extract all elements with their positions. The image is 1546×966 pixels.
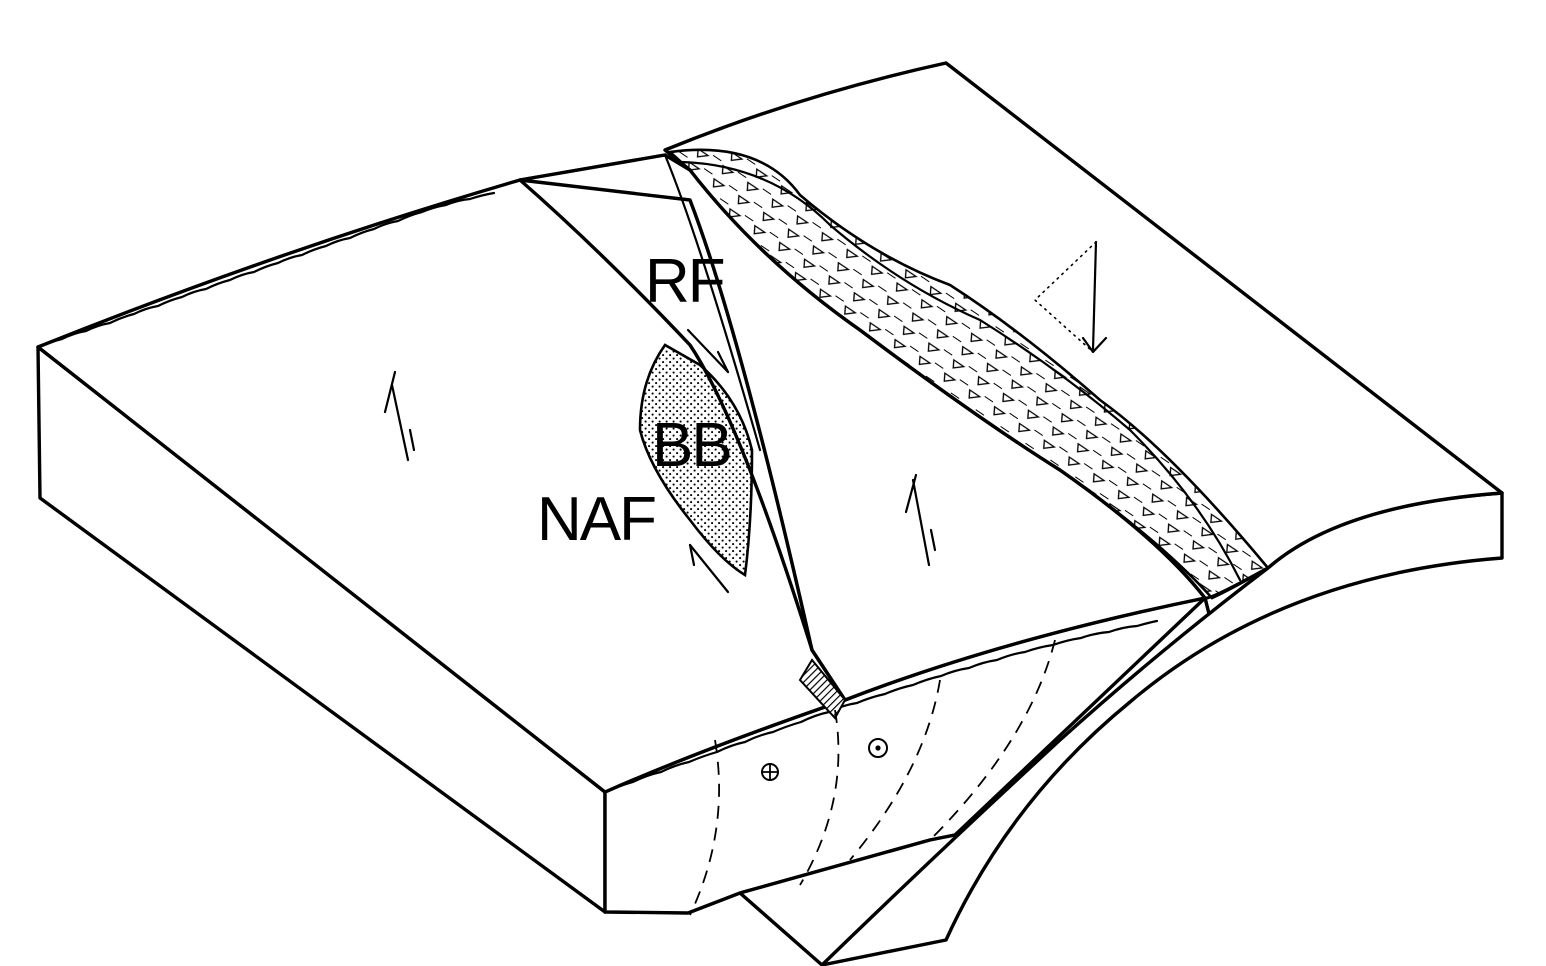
dashed-line-3 xyxy=(849,679,941,861)
sediment-boundary-line xyxy=(680,160,1242,582)
strike-slip-symbol-center xyxy=(904,473,937,567)
dashed-line-1 xyxy=(689,739,720,916)
basin-bb xyxy=(638,343,754,578)
dashed-line-4 xyxy=(929,639,1056,841)
north-anatolian-fault-trace xyxy=(518,178,847,702)
out-of-page-symbol xyxy=(868,738,888,758)
sediment-band xyxy=(667,148,1270,600)
into-page-symbol xyxy=(761,763,779,781)
rough-front-edge xyxy=(603,619,1159,794)
label-naf: NAF xyxy=(537,485,655,554)
label-bb: BB xyxy=(652,411,731,480)
slip-vector-arrow xyxy=(1033,240,1108,354)
strike-slip-symbol-left xyxy=(383,370,416,462)
rf-half-arrow xyxy=(686,328,730,374)
fault-zone-hatch xyxy=(798,658,847,720)
dashed-line-2 xyxy=(799,709,840,886)
naf-half-arrow xyxy=(688,543,730,594)
label-rf: RF xyxy=(645,247,724,316)
rough-back-edge xyxy=(36,191,496,349)
rf-fault-trace xyxy=(663,153,762,452)
